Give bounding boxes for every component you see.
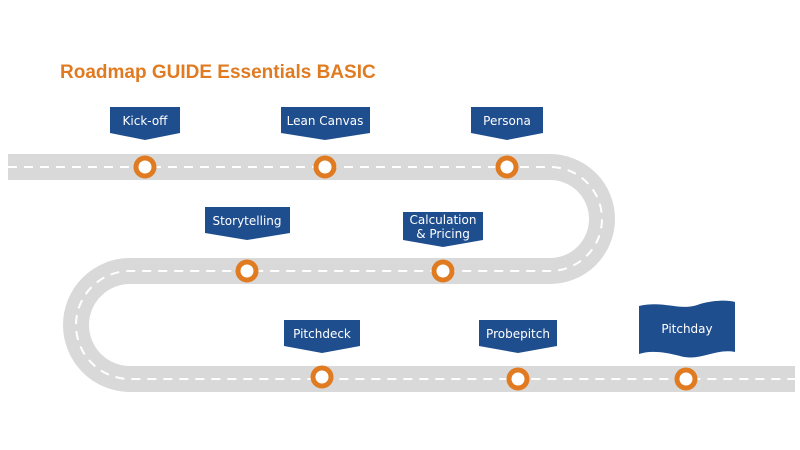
milestone-label: Probepitch: [486, 327, 550, 341]
milestone-marker: [674, 367, 698, 391]
milestone-marker: [495, 155, 519, 179]
milestone-label: Pitchdeck: [293, 327, 351, 341]
milestone-banner-kick-off: Kick-off: [110, 107, 180, 140]
milestone-marker: [506, 367, 530, 391]
milestone-banner-probepitch: Probepitch: [479, 320, 557, 353]
road: [8, 154, 795, 392]
milestone-label-line2: & Pricing: [416, 227, 470, 241]
milestone-banner-calculation-pricing: Calculation & Pricing: [403, 212, 483, 247]
milestone-banner-persona: Persona: [471, 107, 543, 140]
milestone-banner-storytelling: Storytelling: [205, 207, 290, 240]
milestone-marker: [133, 155, 157, 179]
milestone-label: Storytelling: [212, 214, 281, 228]
roadmap-title: Roadmap GUIDE Essentials BASIC: [60, 62, 376, 83]
milestone-label: Persona: [483, 114, 531, 128]
milestone-label: Lean Canvas: [287, 114, 364, 128]
milestone-flag-pitchday: Pitchday: [639, 300, 735, 358]
milestone-banner-lean-canvas: Lean Canvas: [281, 107, 370, 140]
milestone-label: Kick-off: [123, 114, 169, 128]
milestone-banner-pitchdeck: Pitchdeck: [284, 320, 360, 353]
milestone-label: Pitchday: [661, 322, 712, 336]
milestone-label-line1: Calculation: [410, 213, 477, 227]
milestone-markers: [133, 155, 698, 391]
milestone-marker: [313, 155, 337, 179]
milestone-marker: [310, 365, 334, 389]
milestone-marker: [235, 259, 259, 283]
milestone-marker: [431, 259, 455, 283]
